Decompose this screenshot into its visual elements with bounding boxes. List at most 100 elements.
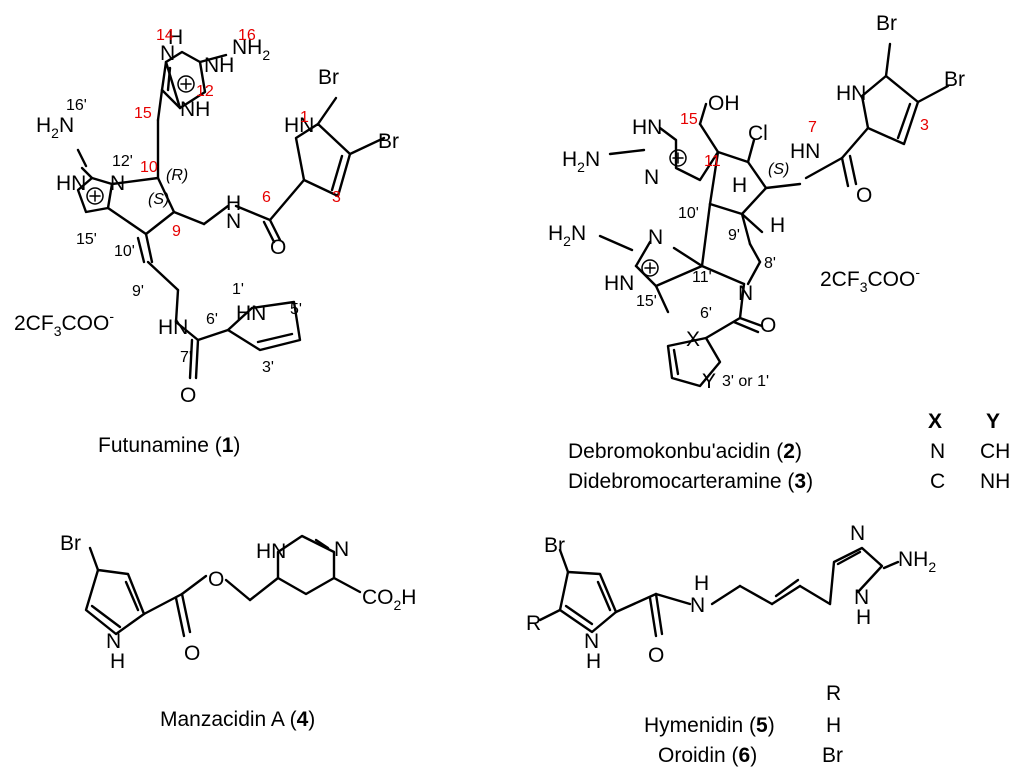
atom-label: Br [60,532,81,555]
locant-14: 14 [156,27,174,44]
locant-6p: 6' [206,311,218,328]
caption-hymenidin: Hymenidin (5) [644,714,775,737]
stereo-S: (S) [768,161,789,178]
locant-3: 3 [332,189,341,206]
structure-debromokonbuacidin [598,42,950,388]
structure-manzacidin [84,534,362,638]
table-r-row6: Br [822,744,843,767]
locant-12: 12 [196,83,214,100]
locant-1p: 1' [232,281,244,298]
atom-label: H2N [548,222,586,249]
cation-icon [177,75,195,93]
atom-label: N [160,42,175,65]
atom-label: H [168,26,183,49]
atom-label: O [184,642,200,665]
note-3or1: 3' or 1' [722,373,769,390]
atom-label: H2N [562,148,600,175]
locant-6p: 6' [700,305,712,322]
stereo-S: (S) [148,191,169,208]
locant-10p: 10' [114,243,135,260]
locant-15: 15 [134,105,152,122]
locant-12p: 12' [112,153,133,170]
structure-futunamine [76,50,386,380]
caption-manzacidin: Manzacidin A (4) [160,708,315,731]
atom-label: H2N [36,114,74,141]
caption-oroidin: Oroidin (6) [658,744,757,767]
atom-label: O [648,644,664,667]
atom-label: H [586,650,601,673]
caption-debromokonbuacidin: Debromokonbu'acidin (2) [568,440,802,463]
atom-label: HN [836,82,866,105]
stereo-R: (R) [166,167,188,184]
atom-label: H [226,192,241,215]
locant-11: 11 [704,153,721,170]
atom-label: H [732,174,747,197]
atom-label: R [526,612,541,635]
locant-6: 6 [262,189,271,206]
atom-label: O [270,236,286,259]
atom-label: Y [702,370,716,393]
locant-9p: 9' [728,227,740,244]
atom-label: Cl [748,122,768,145]
table-row2-x: N [930,440,945,463]
atom-label: H [856,606,871,629]
locant-1: 1 [300,109,309,126]
locant-15p: 15' [76,231,97,248]
atom-label: N [854,586,869,609]
locant-11p: 11' [692,269,712,286]
atom-label: Br [318,66,339,89]
locant-10: 10 [140,159,158,176]
table-row3-x: C [930,470,945,493]
atom-label: N [226,210,241,233]
cation-icon [641,259,659,277]
atom-label: X [686,328,700,351]
table-r-header: R [826,682,841,705]
locant-16p: 16' [66,97,87,114]
locant-15p: 15' [636,293,657,310]
cation-icon [86,187,104,205]
caption-futunamine: Futunamine (1) [98,434,240,457]
cation-icon [669,149,687,167]
table-header-x: X [928,410,942,433]
atom-label: HN [604,272,634,295]
atom-label: N [690,594,705,617]
locant-5p: 5' [290,301,302,318]
atom-label: Br [876,12,897,35]
atom-label: N [738,282,753,305]
locant-3: 3 [920,117,929,134]
atom-label: N [110,172,125,195]
salt-label-1: 2CF3COO- [14,308,114,339]
caption-didebromocarteramine: Didebromocarteramine (3) [568,470,813,493]
atom-label: O [180,384,196,407]
locant-15: 15 [680,111,698,128]
locant-3p: 3' [262,359,274,376]
atom-label: HN [158,316,188,339]
atom-label: OH [708,92,740,115]
atom-label: HN [790,140,820,163]
atom-label: O [208,568,224,591]
atom-label: N [850,522,865,545]
salt-label-2: 2CF3COO- [820,264,920,295]
atom-label: NH2 [898,548,936,575]
atom-label: O [760,314,776,337]
table-row2-y: CH [980,440,1010,463]
structure-hymenidin [538,546,900,638]
locant-7: 7 [808,119,817,136]
atom-label: N [106,630,121,653]
locant-16: 16 [238,27,256,44]
table-r-row5: H [826,714,841,737]
atom-label: H [110,650,125,673]
atom-label: N [648,226,663,249]
locant-9p: 9' [132,283,144,300]
table-row3-y: NH [980,470,1010,493]
atom-label: Br [378,130,399,153]
atom-label: O [856,184,872,207]
atom-label: HN [236,302,266,325]
atom-label: N [584,630,599,653]
atom-label: H [694,572,709,595]
atom-label: Br [944,68,965,91]
atom-label: N [334,538,349,561]
locant-9: 9 [172,223,181,240]
atom-label: HN [632,116,662,139]
